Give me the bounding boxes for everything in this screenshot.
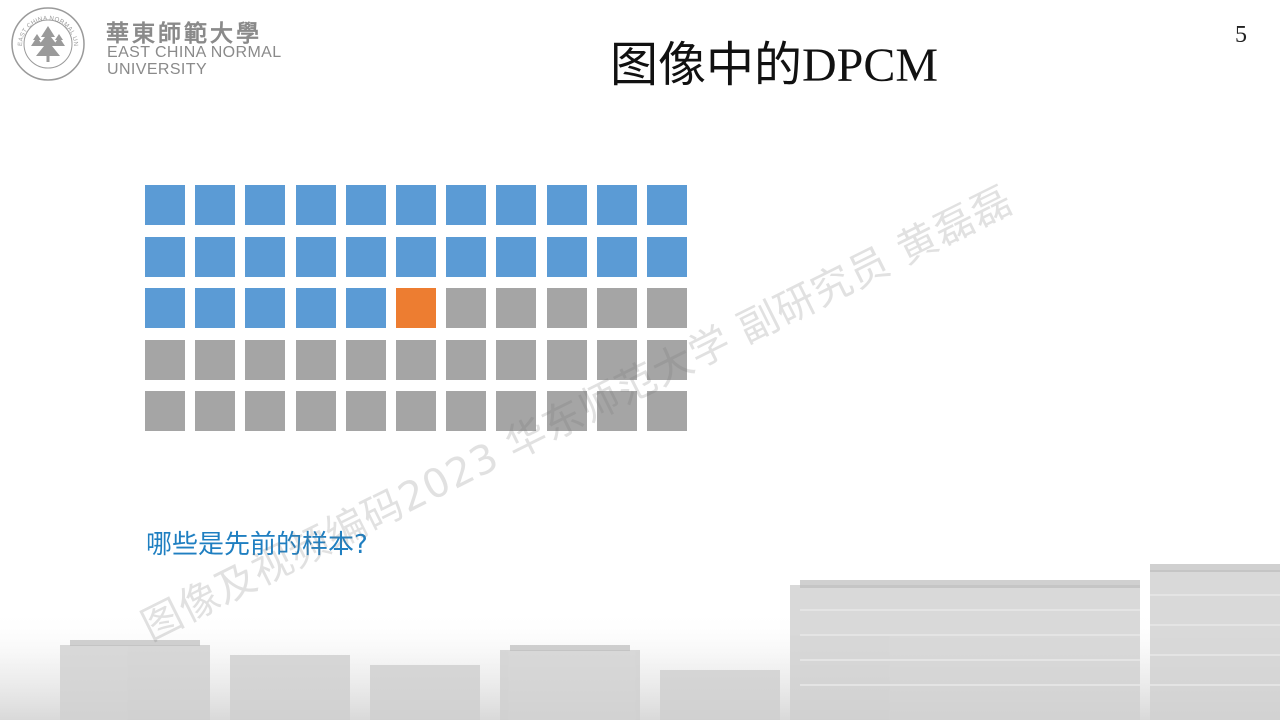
future-sample-cell bbox=[496, 391, 536, 431]
previous-sample-cell bbox=[245, 185, 285, 225]
future-sample-cell bbox=[296, 391, 336, 431]
future-sample-cell bbox=[496, 340, 536, 380]
previous-sample-cell bbox=[446, 185, 486, 225]
pixel-grid bbox=[145, 185, 687, 431]
previous-sample-cell bbox=[296, 237, 336, 277]
future-sample-cell bbox=[597, 340, 637, 380]
current-sample-cell bbox=[396, 288, 436, 328]
future-sample-cell bbox=[245, 391, 285, 431]
future-sample-cell bbox=[496, 288, 536, 328]
previous-sample-cell bbox=[396, 185, 436, 225]
previous-sample-cell bbox=[647, 237, 687, 277]
slide-title: 图像中的DPCM bbox=[610, 39, 939, 92]
future-sample-cell bbox=[145, 391, 185, 431]
previous-sample-cell bbox=[597, 237, 637, 277]
previous-sample-cell bbox=[547, 237, 587, 277]
previous-sample-cell bbox=[597, 185, 637, 225]
previous-sample-cell bbox=[296, 185, 336, 225]
future-sample-cell bbox=[446, 391, 486, 431]
question-text: 哪些是先前的样本? bbox=[146, 530, 368, 560]
previous-sample-cell bbox=[346, 185, 386, 225]
previous-sample-cell bbox=[396, 237, 436, 277]
previous-sample-cell bbox=[346, 237, 386, 277]
future-sample-cell bbox=[245, 340, 285, 380]
future-sample-cell bbox=[597, 288, 637, 328]
future-sample-cell bbox=[647, 288, 687, 328]
previous-sample-cell bbox=[346, 288, 386, 328]
previous-sample-cell bbox=[145, 288, 185, 328]
previous-sample-cell bbox=[496, 237, 536, 277]
previous-sample-cell bbox=[647, 185, 687, 225]
previous-sample-cell bbox=[446, 237, 486, 277]
previous-sample-cell bbox=[145, 185, 185, 225]
university-name-english-line2: UNIVERSITY bbox=[107, 61, 208, 78]
future-sample-cell bbox=[346, 391, 386, 431]
previous-sample-cell bbox=[195, 185, 235, 225]
future-sample-cell bbox=[296, 340, 336, 380]
university-name-english-line1: EAST CHINA NORMAL bbox=[107, 44, 282, 61]
future-sample-cell bbox=[195, 391, 235, 431]
future-sample-cell bbox=[446, 340, 486, 380]
future-sample-cell bbox=[547, 391, 587, 431]
future-sample-cell bbox=[446, 288, 486, 328]
previous-sample-cell bbox=[547, 185, 587, 225]
previous-sample-cell bbox=[195, 288, 235, 328]
university-logo: EAST CHINA NORMAL UNIVERSITY 華東師範大學 EAST… bbox=[10, 6, 290, 81]
future-sample-cell bbox=[396, 340, 436, 380]
future-sample-cell bbox=[145, 340, 185, 380]
future-sample-cell bbox=[547, 288, 587, 328]
previous-sample-cell bbox=[245, 288, 285, 328]
future-sample-cell bbox=[346, 340, 386, 380]
page-number: 5 bbox=[1235, 22, 1247, 48]
future-sample-cell bbox=[396, 391, 436, 431]
future-sample-cell bbox=[647, 391, 687, 431]
university-name-chinese: 華東師範大學 bbox=[106, 20, 262, 47]
previous-sample-cell bbox=[496, 185, 536, 225]
previous-sample-cell bbox=[195, 237, 235, 277]
previous-sample-cell bbox=[296, 288, 336, 328]
university-seal-icon: EAST CHINA NORMAL UNIVERSITY bbox=[10, 6, 85, 81]
previous-sample-cell bbox=[245, 237, 285, 277]
previous-sample-cell bbox=[145, 237, 185, 277]
future-sample-cell bbox=[647, 340, 687, 380]
future-sample-cell bbox=[597, 391, 637, 431]
future-sample-cell bbox=[547, 340, 587, 380]
campus-background-image bbox=[0, 564, 1280, 720]
future-sample-cell bbox=[195, 340, 235, 380]
